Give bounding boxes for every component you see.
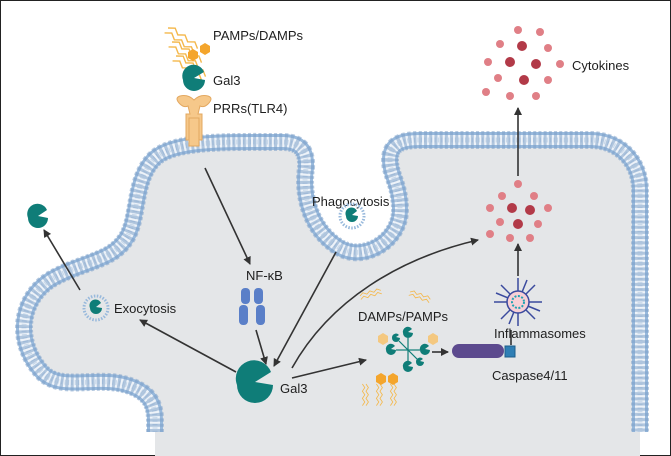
cytokine-dot-icon [507, 203, 517, 213]
gal3-icon [235, 360, 273, 403]
nfkb-label: NF-κB [246, 268, 283, 283]
cytokines-label: Cytokines [572, 58, 630, 73]
cytokine-dot-icon [530, 192, 538, 200]
caspase-icon [452, 344, 516, 358]
inflammasome-icon [494, 278, 542, 326]
cytokine-dot-icon [526, 234, 534, 242]
gal3-icon [27, 203, 48, 228]
cytokine-dot-icon [517, 41, 527, 51]
cytokine-dot-icon [536, 28, 544, 36]
vesicle-icon [82, 294, 110, 322]
cytokine-dot-icon [505, 57, 515, 67]
arrow-nfkb-to-gal3 [255, 329, 268, 365]
cytokine-dot-icon [514, 180, 522, 188]
cytokine-cluster-inner [486, 180, 552, 242]
cytokine-dot-icon [514, 26, 522, 34]
cytokine-dot-icon [496, 218, 504, 226]
damps-pamps-label: DAMPs/PAMPs [358, 309, 449, 324]
cytokine-dot-icon [525, 205, 535, 215]
cytokine-dot-icon [496, 40, 504, 48]
cytokine-dot-icon [556, 60, 564, 68]
cytokine-dot-icon [531, 59, 541, 69]
tlr4-receptor-icon [176, 95, 212, 147]
cytokine-dot-icon [519, 75, 529, 85]
cytokine-dot-icon [534, 220, 542, 228]
cytokine-cluster-outer [482, 26, 564, 100]
prrs-label: PRRs(TLR4) [213, 101, 287, 116]
vesicle-icon [338, 202, 366, 230]
arrow-phagocytosis-to-gal3 [273, 251, 337, 367]
cytokine-dot-icon [544, 44, 552, 52]
cytokine-dot-icon [544, 204, 552, 212]
cytokine-dot-icon [484, 58, 492, 66]
phagocytosis-label: Phagocytosis [312, 194, 390, 209]
arrow-gal3-to-damps [291, 357, 367, 379]
cytokine-dot-icon [544, 76, 552, 84]
pamps-damps-label: PAMPs/DAMPs [213, 28, 304, 43]
arrow-gal3-to-cytokines [291, 237, 479, 369]
caspase-label: Caspase4/11 [492, 368, 568, 383]
pamp-chain-icon [358, 287, 438, 407]
cytokine-dot-icon [513, 219, 523, 229]
cytokine-dot-icon [498, 192, 506, 200]
cytokine-dot-icon [486, 204, 494, 212]
cytokine-dot-icon [486, 230, 494, 238]
cytokine-dot-icon [506, 92, 514, 100]
cytokine-dot-icon [494, 74, 502, 82]
gal3-main-label: Gal3 [280, 381, 307, 396]
pamp-chain-icon [163, 24, 210, 83]
inflammasomes-label: Inflammasomes [494, 326, 586, 341]
cytokine-dot-icon [532, 92, 540, 100]
gal3-icon [182, 64, 205, 91]
cytokine-dot-icon [506, 234, 514, 242]
gal3-oligomer-icon [385, 326, 430, 372]
nfkb-dimer-icon [239, 288, 265, 325]
gal3-top-label: Gal3 [213, 73, 240, 88]
exocytosis-label: Exocytosis [114, 301, 177, 316]
arrow-exocytosis-release [43, 229, 81, 291]
arrow-tlr4-to-nfkb [204, 167, 251, 265]
arrow-gal3-to-exocytosis [139, 319, 237, 373]
cytokine-dot-icon [482, 88, 490, 96]
